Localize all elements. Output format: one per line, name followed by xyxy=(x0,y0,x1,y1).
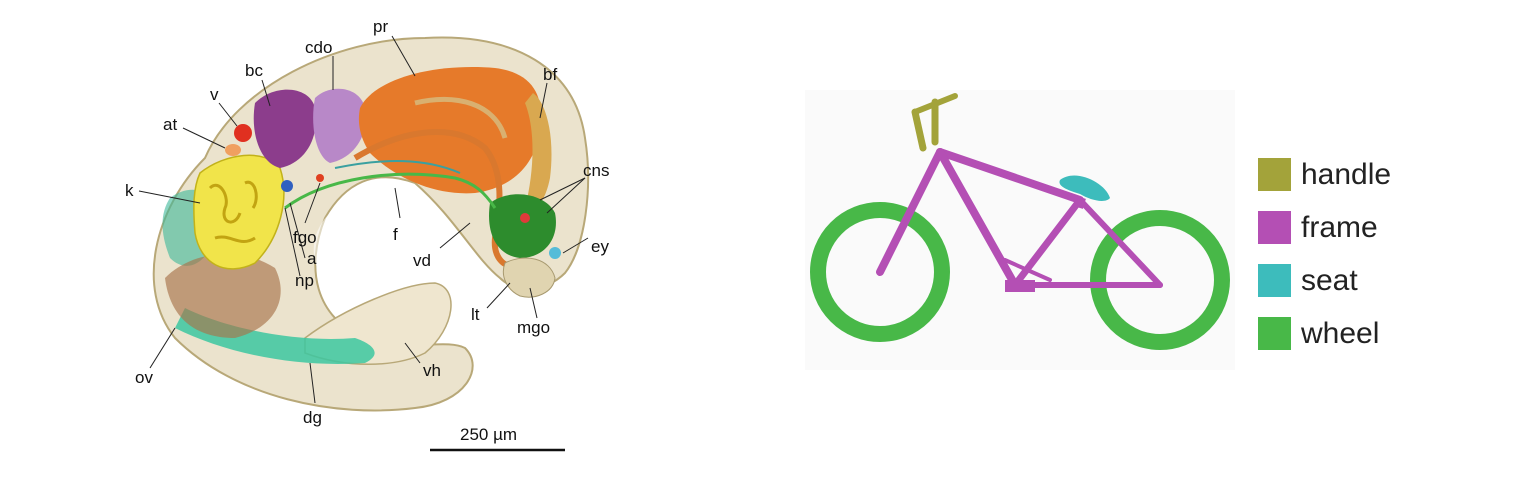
mgo-organ xyxy=(502,257,556,298)
legend-swatch-handle xyxy=(1258,158,1291,191)
embryo-svg: pr cdo bc bf v at k cns fgo f ey a vd np… xyxy=(115,8,635,463)
label-fgo: fgo xyxy=(293,228,317,247)
bike-svg xyxy=(805,90,1235,370)
frame-fork xyxy=(876,148,944,276)
frame-down-tube xyxy=(936,148,1019,289)
frame-top-tube xyxy=(936,148,1084,204)
embryo-diagram: pr cdo bc bf v at k cns fgo f ey a vd np… xyxy=(115,8,635,463)
leader-mgo xyxy=(529,287,538,319)
legend-swatch-seat xyxy=(1258,264,1291,297)
label-pr: pr xyxy=(373,17,388,36)
leader-v xyxy=(218,102,238,127)
legend-swatch-wheel xyxy=(1258,317,1291,350)
bike-legend: handle frame seat wheel xyxy=(1258,148,1498,360)
scale-bar-label: 250 µm xyxy=(460,425,517,444)
cns-organ xyxy=(489,194,556,258)
leader-pr xyxy=(391,35,416,77)
tan-duct xyxy=(414,96,508,139)
leader-bf xyxy=(539,82,548,119)
bf-organ xyxy=(525,93,552,210)
label-vd: vd xyxy=(413,251,431,270)
handle-stem-left xyxy=(911,108,927,152)
label-lt: lt xyxy=(471,305,480,324)
leader-bc xyxy=(261,79,271,107)
leader-fgo xyxy=(304,182,321,224)
leader-dg xyxy=(309,362,316,404)
green-duct-2 xyxy=(334,160,461,174)
leader-cns-2 xyxy=(546,177,586,214)
legend-label-frame: frame xyxy=(1301,210,1378,244)
label-f: f xyxy=(393,225,398,244)
label-cns: cns xyxy=(583,161,609,180)
legend-label-wheel: wheel xyxy=(1301,316,1380,350)
leader-f xyxy=(394,187,401,219)
atrium-at xyxy=(225,144,241,156)
red-dot xyxy=(520,213,530,223)
leader-at xyxy=(182,127,226,149)
frame-group xyxy=(876,148,1163,289)
leader-vd xyxy=(439,222,471,249)
legend-item-frame: frame xyxy=(1258,201,1498,254)
ventricle-v xyxy=(234,124,252,142)
leader-vh xyxy=(404,342,421,364)
bike-background xyxy=(805,90,1235,370)
label-bc: bc xyxy=(245,61,263,80)
leader-lt xyxy=(486,282,511,309)
bike-seat xyxy=(1059,175,1110,201)
leader-k xyxy=(138,190,201,204)
rear-wheel xyxy=(1090,210,1230,350)
label-np: np xyxy=(295,271,314,290)
label-mgo: mgo xyxy=(517,318,550,337)
frame-pedal xyxy=(1005,280,1035,292)
handle-bar xyxy=(912,93,958,115)
legend-label-handle: handle xyxy=(1301,157,1392,191)
bc-organ xyxy=(253,89,316,168)
label-ov: ov xyxy=(135,368,153,387)
label-v: v xyxy=(210,85,219,104)
green-duct xyxy=(284,172,497,210)
leader-a xyxy=(289,202,306,259)
frame-crank xyxy=(1003,258,1052,282)
label-dg: dg xyxy=(303,408,322,427)
leader-ov xyxy=(149,327,176,369)
embryo-inner-gap xyxy=(313,192,424,295)
kidney-folds xyxy=(208,180,258,244)
blue-organ xyxy=(281,180,293,192)
label-bf: bf xyxy=(543,65,557,84)
label-ey: ey xyxy=(591,237,609,256)
handle-group xyxy=(911,93,958,152)
legend-swatch-frame xyxy=(1258,211,1291,244)
legend-item-wheel: wheel xyxy=(1258,307,1498,360)
kidney-k xyxy=(193,154,285,270)
label-cdo: cdo xyxy=(305,38,332,57)
label-vh: vh xyxy=(423,361,441,380)
label-k: k xyxy=(125,181,134,200)
orange-duct xyxy=(353,129,516,270)
eye-ey xyxy=(549,247,561,259)
digestive-gland-dg xyxy=(175,308,375,364)
bike-illustration xyxy=(805,90,1235,370)
label-at: at xyxy=(163,115,177,134)
legend-item-seat: seat xyxy=(1258,254,1498,307)
leader-ey xyxy=(562,237,589,254)
leader-cns-1 xyxy=(539,177,586,201)
label-a: a xyxy=(307,249,317,268)
legend-item-handle: handle xyxy=(1258,148,1498,201)
legend-label-seat: seat xyxy=(1301,263,1358,297)
cdo-organ xyxy=(313,88,366,163)
front-wheel xyxy=(810,202,950,342)
ovary-ov xyxy=(165,254,281,338)
fgo-dot xyxy=(316,174,324,182)
seat-post xyxy=(1077,197,1086,209)
leader-np xyxy=(284,207,301,277)
frame-seat-stay xyxy=(1077,197,1163,288)
